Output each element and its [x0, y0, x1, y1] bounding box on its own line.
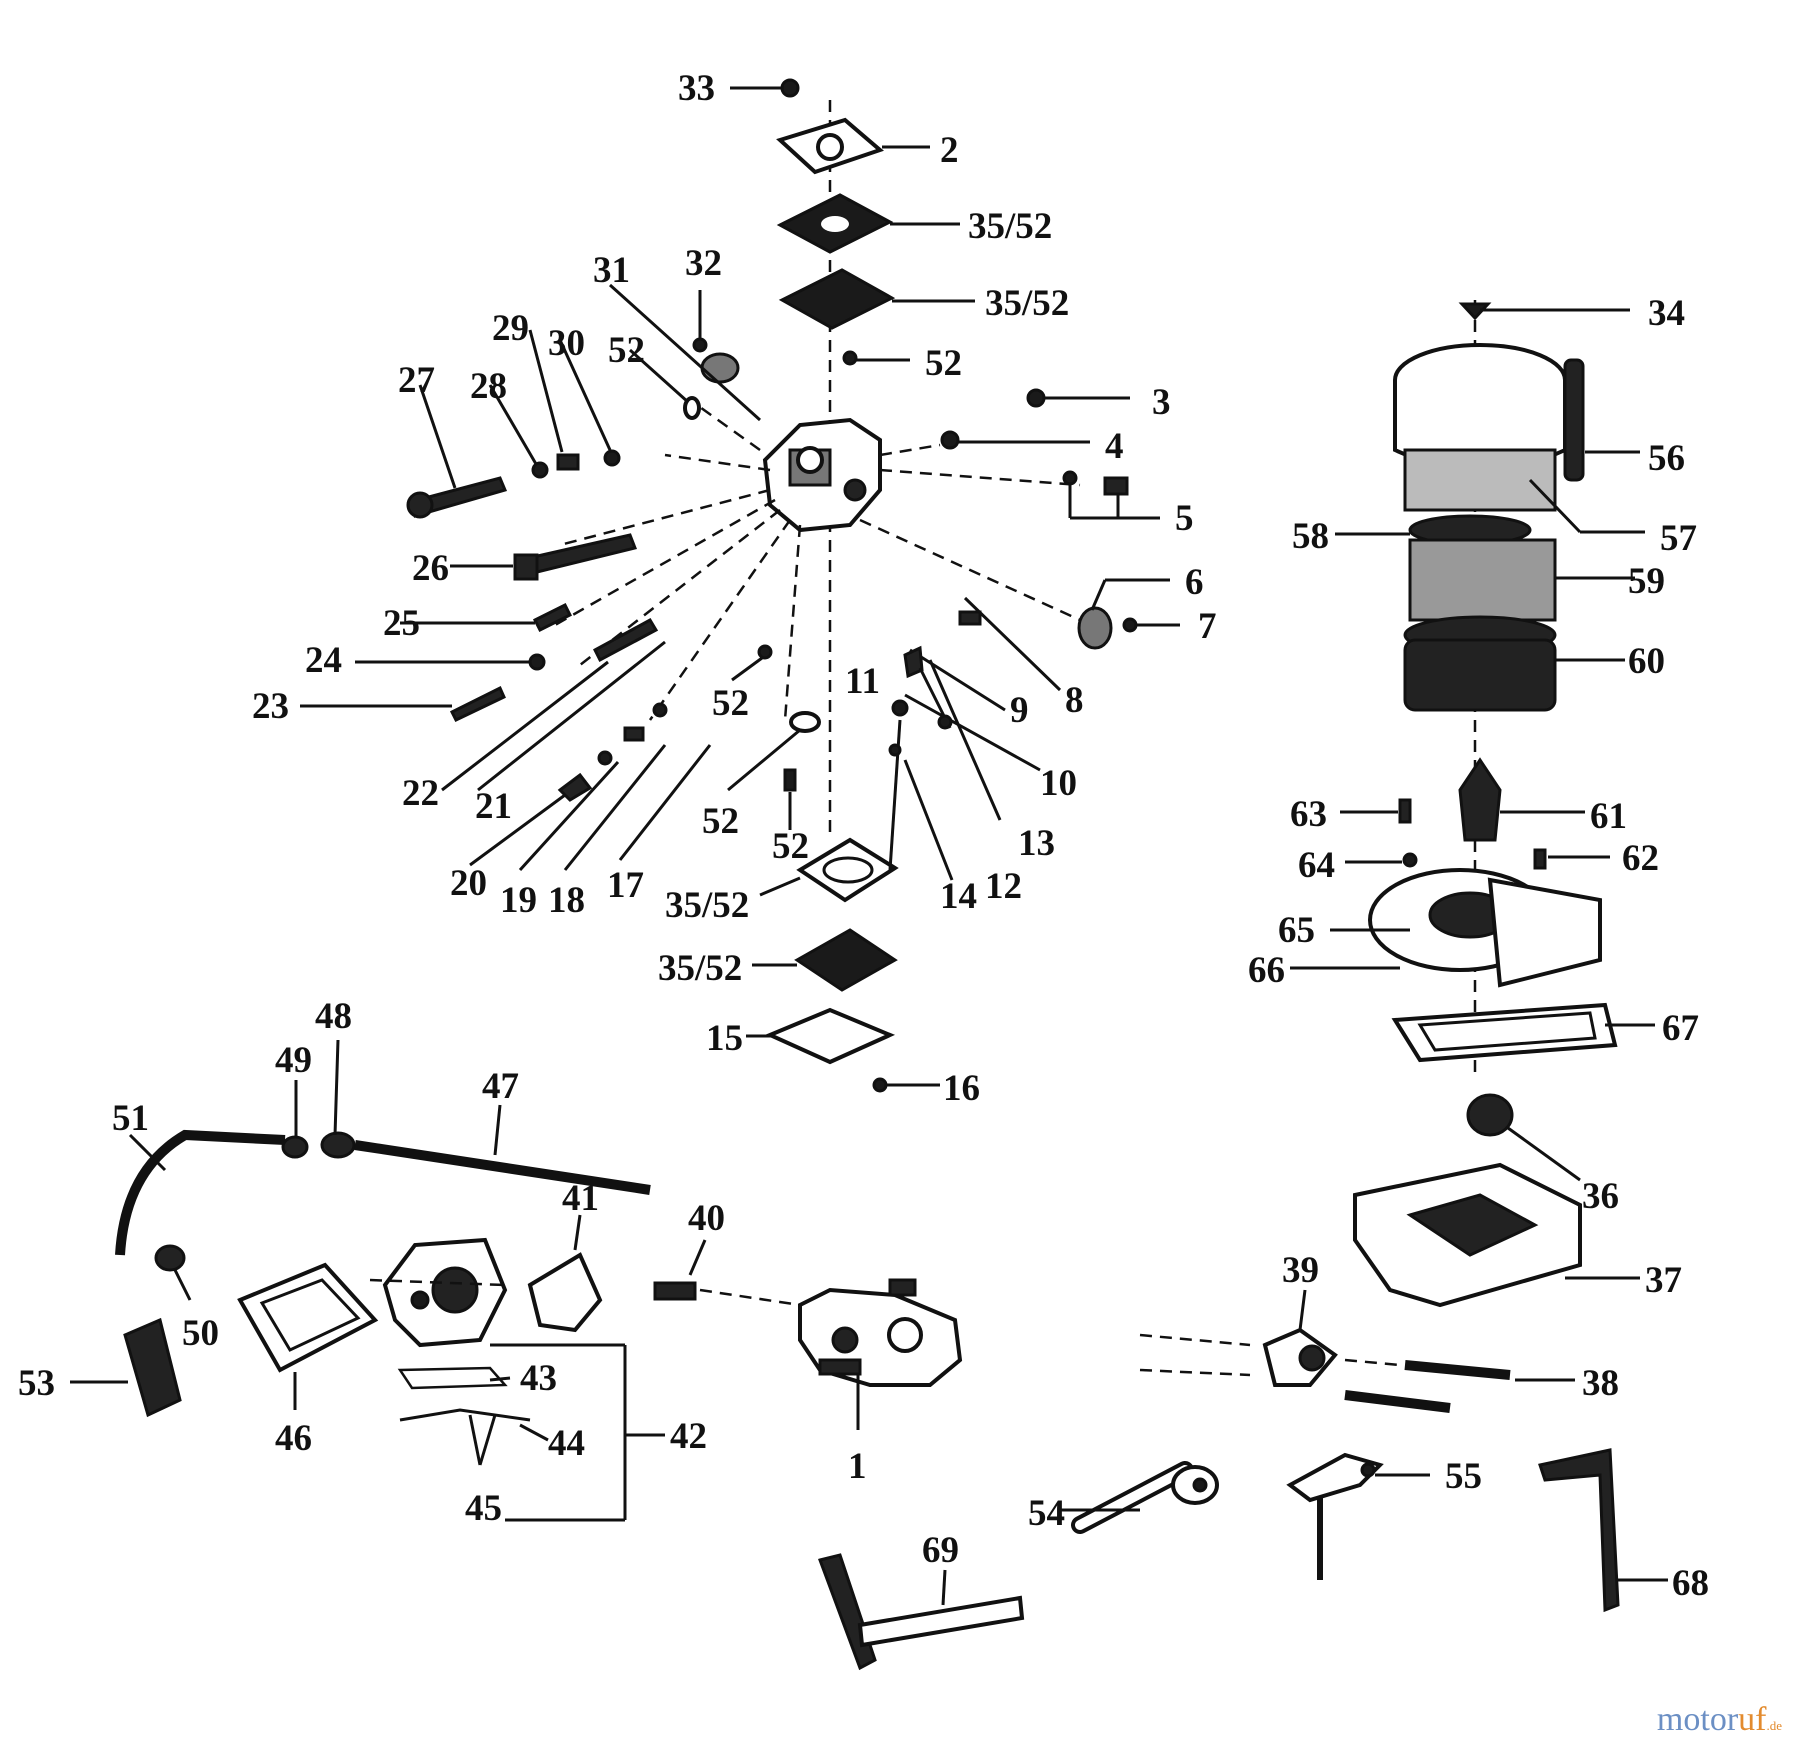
callout-50: 50	[182, 1313, 219, 1354]
callout-60: 60	[1628, 641, 1665, 682]
callout-55: 55	[1445, 1456, 1482, 1497]
callout-52-a: 52	[925, 343, 962, 384]
callout-52-c: 52	[712, 683, 749, 724]
fuel-line-assembly	[70, 1039, 801, 1522]
callout-19: 19	[500, 880, 537, 921]
callout-15: 15	[706, 1018, 743, 1059]
callout-36: 36	[1582, 1176, 1619, 1217]
callout-58: 58	[1292, 516, 1329, 557]
callout-1: 1	[848, 1446, 867, 1487]
callout-25: 25	[383, 603, 420, 644]
callout-46: 46	[275, 1418, 312, 1459]
callout-13: 13	[1018, 823, 1055, 864]
callout-38: 38	[1582, 1363, 1619, 1404]
callout-16: 16	[943, 1068, 980, 1109]
callout-7: 7	[1198, 606, 1217, 647]
callout-61: 61	[1590, 796, 1627, 837]
callout-47: 47	[482, 1066, 519, 1107]
callout-37: 37	[1645, 1260, 1682, 1301]
air-filter-assembly	[1290, 300, 1655, 1308]
callout-26: 26	[412, 548, 449, 589]
carburetor-assembly	[300, 78, 1180, 1093]
watermark-main: motor	[1656, 1701, 1739, 1738]
callout-52-e: 52	[772, 826, 809, 867]
callout-40: 40	[688, 1198, 725, 1239]
callout-5: 5	[1175, 498, 1194, 539]
callout-67: 67	[1662, 1008, 1699, 1049]
callout-64: 64	[1298, 845, 1335, 886]
callout-69: 69	[922, 1530, 959, 1571]
callout-34: 34	[1648, 293, 1685, 334]
callout-18: 18	[548, 880, 585, 921]
callout-23: 23	[252, 686, 289, 727]
callout-6: 6	[1185, 562, 1204, 603]
callout-2: 2	[940, 130, 959, 171]
callout-52-d: 52	[702, 801, 739, 842]
callout-14: 14	[940, 876, 977, 917]
callout-24: 24	[305, 640, 342, 681]
tools-and-hardware	[818, 1289, 1668, 1671]
callout-17: 17	[607, 865, 644, 906]
callout-3: 3	[1152, 382, 1171, 423]
callout-11: 11	[845, 661, 880, 702]
callout-62: 62	[1622, 838, 1659, 879]
callout-48: 48	[315, 996, 352, 1037]
callout-22: 22	[402, 773, 439, 814]
callout-52-b: 52	[608, 330, 645, 371]
callout-35-52-d: 35/52	[658, 948, 742, 989]
watermark-logo: motoruf.de	[1657, 1701, 1782, 1739]
watermark-suffix: .de	[1766, 1718, 1782, 1733]
callout-31: 31	[593, 250, 630, 291]
callout-28: 28	[470, 366, 507, 407]
callout-39: 39	[1282, 1250, 1319, 1291]
callout-41: 41	[562, 1178, 599, 1219]
callout-35-52-b: 35/52	[985, 283, 1069, 324]
callout-66: 66	[1248, 950, 1285, 991]
callout-51: 51	[112, 1098, 149, 1139]
callout-4: 4	[1105, 426, 1124, 467]
callout-21: 21	[475, 786, 512, 827]
callout-35-52-c: 35/52	[665, 885, 749, 926]
callout-53: 53	[18, 1363, 55, 1404]
callout-44: 44	[548, 1423, 585, 1464]
callout-65: 65	[1278, 910, 1315, 951]
callout-33: 33	[678, 68, 715, 109]
callout-32: 32	[685, 243, 722, 284]
callout-59: 59	[1628, 561, 1665, 602]
callout-27: 27	[398, 360, 435, 401]
callout-30: 30	[548, 323, 585, 364]
callout-54: 54	[1028, 1493, 1065, 1534]
watermark-accent: uf	[1738, 1701, 1767, 1738]
callout-49: 49	[275, 1040, 312, 1081]
callout-8: 8	[1065, 680, 1084, 721]
callout-29: 29	[492, 308, 529, 349]
callout-35-52-a: 35/52	[968, 206, 1052, 247]
callout-56: 56	[1648, 438, 1685, 479]
callout-labels: 33 2 35/52 35/52 52 31 32 52 29 30 27 28…	[18, 68, 1709, 1604]
callout-20: 20	[450, 863, 487, 904]
callout-10: 10	[1040, 763, 1077, 804]
callout-12: 12	[985, 866, 1022, 907]
callout-68: 68	[1672, 1563, 1709, 1604]
carburetor-assembled	[798, 1278, 963, 1430]
callout-63: 63	[1290, 794, 1327, 835]
callout-42: 42	[670, 1416, 707, 1457]
callout-43: 43	[520, 1358, 557, 1399]
callout-57: 57	[1660, 518, 1697, 559]
callout-9: 9	[1010, 690, 1029, 731]
callout-45: 45	[465, 1488, 502, 1529]
